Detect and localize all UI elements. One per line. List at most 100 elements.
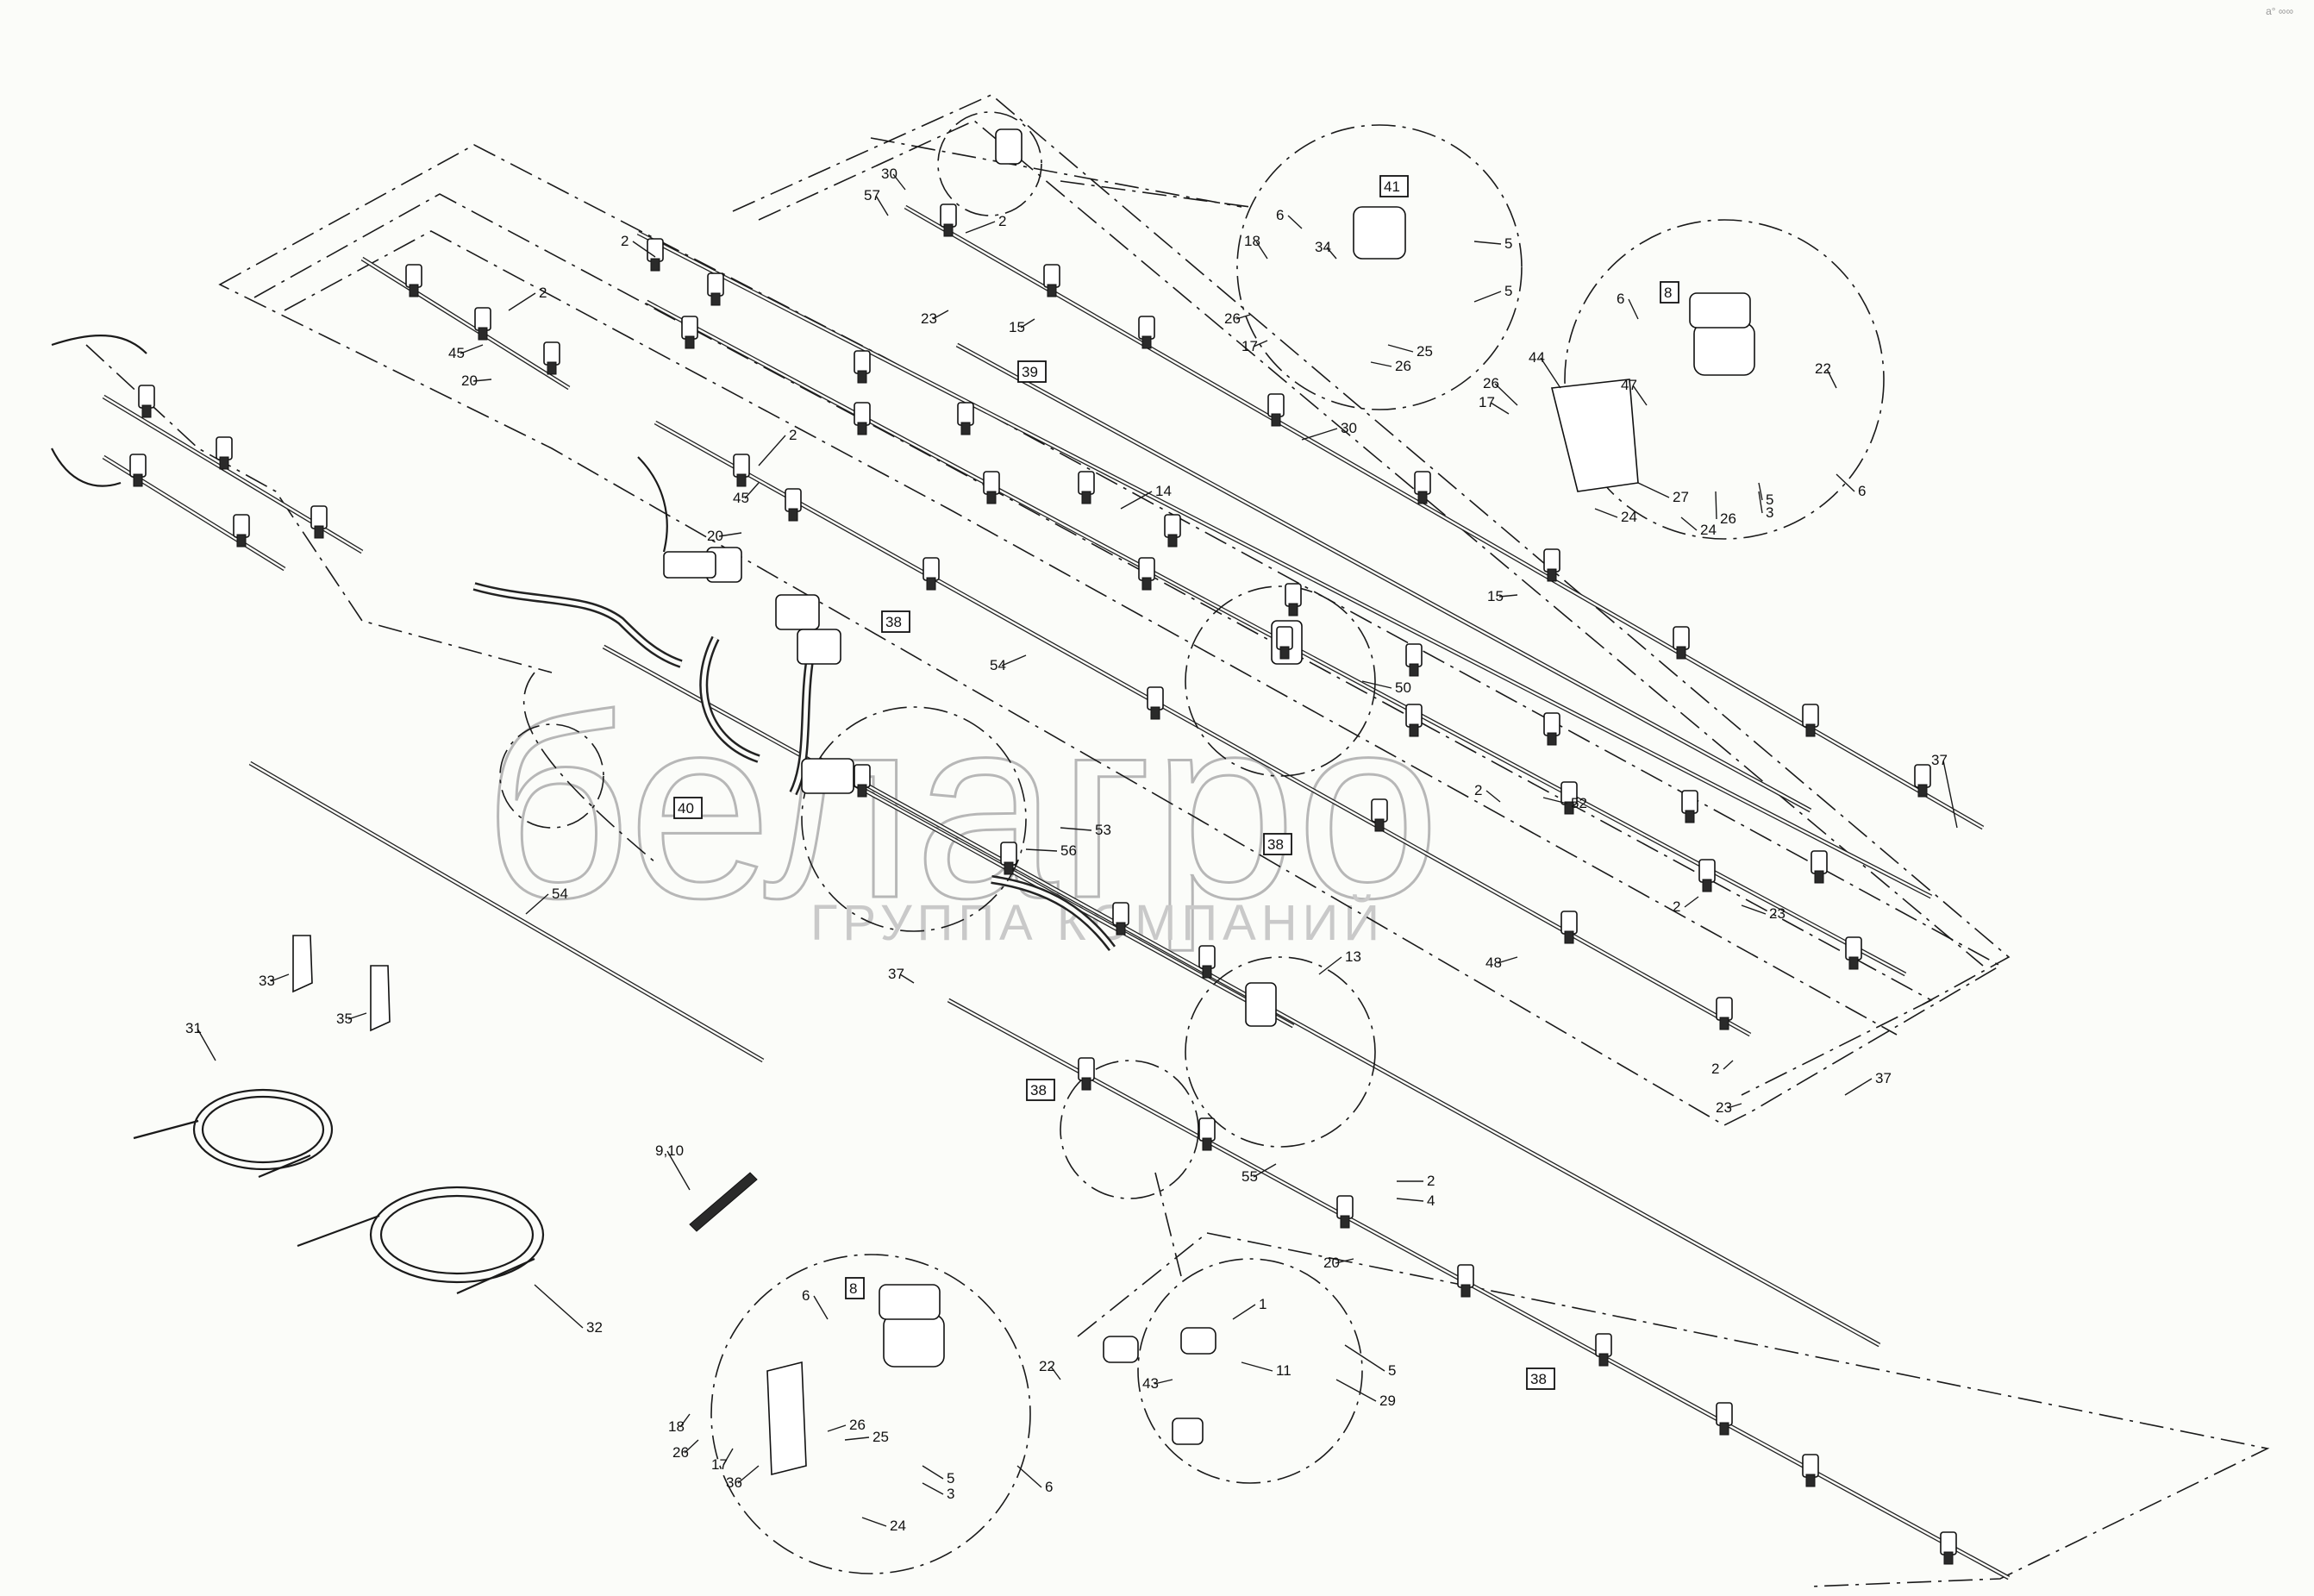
callout-13: 13 <box>1345 948 1361 965</box>
callout-15: 15 <box>1009 319 1025 335</box>
callout-26: 26 <box>1720 510 1736 527</box>
leader-line <box>1741 904 1767 915</box>
pipe-clamp <box>1285 583 1302 607</box>
nozzle <box>1004 861 1014 875</box>
nozzle <box>1685 810 1695 823</box>
callout-number: 24 <box>1621 509 1637 525</box>
pipe-clamp <box>543 341 560 366</box>
callout-number: 31 <box>185 1020 202 1036</box>
nozzle <box>1141 577 1152 591</box>
nozzle <box>1141 335 1152 349</box>
callout-number: 8 <box>849 1280 857 1297</box>
nozzle <box>857 422 867 435</box>
callout-2: 2 <box>1673 898 1680 915</box>
leader-line <box>1836 473 1855 492</box>
callout-29: 29 <box>1379 1393 1396 1409</box>
callout-number: 50 <box>1395 679 1411 696</box>
callout-number: 4 <box>1427 1192 1435 1209</box>
leader-line <box>1060 827 1092 831</box>
pipe-clamp <box>1276 626 1293 650</box>
callout-number: 3 <box>1766 504 1773 521</box>
nozzle <box>219 456 229 470</box>
callout-38: 38 <box>1026 1079 1055 1101</box>
callout-number: 52 <box>1571 795 1587 811</box>
nozzle <box>1564 930 1574 944</box>
watermark-tagline: ГРУППА КОМПАНИЙ <box>810 895 1385 951</box>
callout-number: 26 <box>1224 310 1241 327</box>
nozzle <box>1676 646 1686 660</box>
nozzle <box>1719 1422 1729 1436</box>
callout-41: 41 <box>1379 175 1409 197</box>
callout-11: 11 <box>1276 1362 1291 1379</box>
callout-box <box>673 797 703 819</box>
callout-number: 56 <box>1060 842 1077 859</box>
callout-number: 17 <box>711 1456 728 1473</box>
nozzle <box>1150 706 1160 720</box>
callout-number: 2 <box>1673 898 1680 915</box>
callout-23: 23 <box>921 310 937 327</box>
callout-17: 17 <box>1241 338 1258 354</box>
callout-box <box>845 1277 865 1299</box>
callout-37: 37 <box>1931 752 1948 768</box>
pipe-clamp <box>1198 1117 1216 1142</box>
leader-line <box>679 1413 691 1428</box>
leader-line <box>758 435 786 466</box>
nozzle <box>1271 413 1281 427</box>
callout-number: 18 <box>1244 233 1260 249</box>
leader-line <box>1498 594 1518 598</box>
callout-8: 8 <box>845 1277 865 1299</box>
leader-line <box>347 1012 367 1020</box>
pipe-clamp <box>1698 859 1716 883</box>
pipe-clamp <box>957 402 974 426</box>
callout-number: 6 <box>1858 483 1866 499</box>
leader-line <box>1387 344 1414 353</box>
pipe-clamp <box>922 557 940 581</box>
leader-line <box>1594 508 1618 518</box>
callout-2: 2 <box>1427 1173 1435 1189</box>
pipe-clamp <box>785 488 802 512</box>
leader-line <box>1344 1344 1385 1372</box>
leader-line <box>737 1465 760 1484</box>
leader-line <box>1154 1379 1173 1385</box>
callout-22: 22 <box>1039 1358 1055 1374</box>
nozzle <box>1848 956 1859 970</box>
callout-5: 5 <box>1766 491 1773 508</box>
callout-5: 5 <box>1504 235 1512 252</box>
callout-number: 20 <box>461 372 478 389</box>
pipe-clamp <box>1267 393 1285 417</box>
pipe-clamp <box>681 316 698 340</box>
callout-number: 37 <box>1931 752 1948 768</box>
callout-20: 20 <box>461 372 478 389</box>
nozzle <box>1116 922 1126 936</box>
callout-number: 20 <box>707 528 723 544</box>
nozzle <box>1409 723 1419 737</box>
callout-number: 22 <box>1815 360 1831 377</box>
pipe-clamp <box>1802 704 1819 728</box>
nozzle <box>1279 646 1290 660</box>
nozzle <box>710 292 721 306</box>
pipe-clamp <box>854 350 871 374</box>
callout-number: 29 <box>1379 1393 1396 1409</box>
callout-number: 36 <box>726 1474 742 1491</box>
callout-53: 53 <box>1095 822 1111 838</box>
callout-6: 6 <box>1045 1479 1053 1495</box>
leader-line <box>1844 1078 1873 1096</box>
callout-17: 17 <box>711 1456 728 1473</box>
nozzle <box>736 473 747 487</box>
leader-line <box>684 1439 699 1454</box>
callout-number: 18 <box>668 1418 685 1435</box>
callout-37: 37 <box>888 966 904 982</box>
callout-47: 47 <box>1621 377 1637 393</box>
leader-line <box>744 482 760 499</box>
callout-20: 20 <box>1323 1255 1340 1271</box>
callout-3: 3 <box>947 1486 954 1502</box>
nozzle <box>926 577 936 591</box>
callout-31: 31 <box>185 1020 202 1036</box>
callout-40: 40 <box>673 797 703 819</box>
leader-line <box>1540 357 1561 389</box>
leader-line <box>1361 680 1392 689</box>
callout-number: 32 <box>586 1319 603 1336</box>
callout-25: 25 <box>1417 343 1433 360</box>
